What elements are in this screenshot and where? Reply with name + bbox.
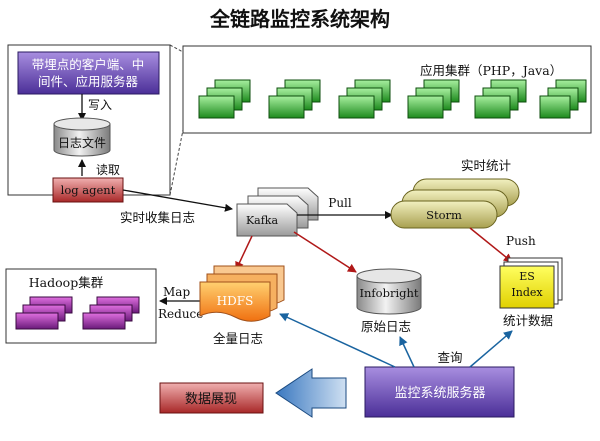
monitor-server-box <box>364 366 515 418</box>
monitor-server-label: 监控系统服务器 <box>394 385 485 401</box>
query-es-arrow <box>469 330 513 368</box>
realtime-stats-label: 实时统计 <box>461 158 511 173</box>
query-hdfs-arrow <box>279 313 396 368</box>
log-file-label: 日志文件 <box>58 135 106 150</box>
stats-data-label: 统计数据 <box>503 313 553 328</box>
storm-label: Storm <box>426 208 462 222</box>
diagram-title: 全链路监控系统架构 <box>209 7 390 31</box>
dashed-connector-bottom <box>169 129 184 196</box>
push-arrow <box>469 227 513 263</box>
infobright-cylinder <box>356 268 422 315</box>
hadoop-cluster-box <box>5 268 157 344</box>
reduce-label: Reduce <box>158 307 203 321</box>
log-agent-box <box>52 177 124 203</box>
hadoop-cluster-label: Hadoop集群 <box>29 275 104 290</box>
full-logs-label: 全量日志 <box>213 331 263 346</box>
hadoop-server-stack-2 <box>82 296 140 330</box>
log-agent-label: log agent <box>61 183 116 197</box>
app-cluster-box <box>182 45 592 134</box>
map-label: Map <box>163 285 190 299</box>
read-label: 读取 <box>96 163 120 177</box>
es-index-stack <box>499 257 563 309</box>
storm-stack <box>390 178 520 229</box>
push-label: Push <box>506 234 536 248</box>
kafka-to-hdfs-arrow <box>235 235 253 271</box>
hdfs-stack <box>199 265 285 322</box>
kafka-stack <box>236 187 319 237</box>
client-box <box>17 51 160 95</box>
es-index-label-line1: ES <box>519 270 535 283</box>
query-infobright-arrow <box>399 336 415 368</box>
kafka-to-infobright-arrow <box>293 231 357 273</box>
realtime-collect-label: 实时收集日志 <box>120 210 195 225</box>
collect-arrow <box>122 189 233 212</box>
kafka-label: Kafka <box>246 214 279 227</box>
raw-logs-label: 原始日志 <box>361 319 411 334</box>
app-server-stack-6 <box>539 79 587 119</box>
app-server-stack-3 <box>338 79 391 119</box>
pull-label: Pull <box>328 196 352 210</box>
es-index-label-line2: Index <box>511 286 543 299</box>
dashed-connector-top <box>169 44 184 53</box>
app-server-stack-5 <box>474 79 527 119</box>
display-arrow <box>275 368 347 418</box>
infobright-label: Infobright <box>359 286 418 300</box>
data-display-label: 数据展现 <box>185 392 237 407</box>
log-file-cylinder <box>53 117 111 157</box>
client-box-label-line2: 间件、应用服务器 <box>38 74 139 89</box>
app-server-stack-2 <box>268 79 321 119</box>
write-label: 写入 <box>88 98 112 112</box>
app-server-stack-1 <box>198 79 251 119</box>
hdfs-label: HDFS <box>217 294 254 308</box>
app-cluster-label: 应用集群（PHP，Java） <box>420 63 562 78</box>
app-server-stack-4 <box>407 79 460 119</box>
query-label: 查询 <box>437 350 462 365</box>
data-display-box <box>159 382 264 414</box>
client-box-label-line1: 带埋点的客户端、中 <box>32 57 145 72</box>
hadoop-server-stack-1 <box>15 296 73 330</box>
